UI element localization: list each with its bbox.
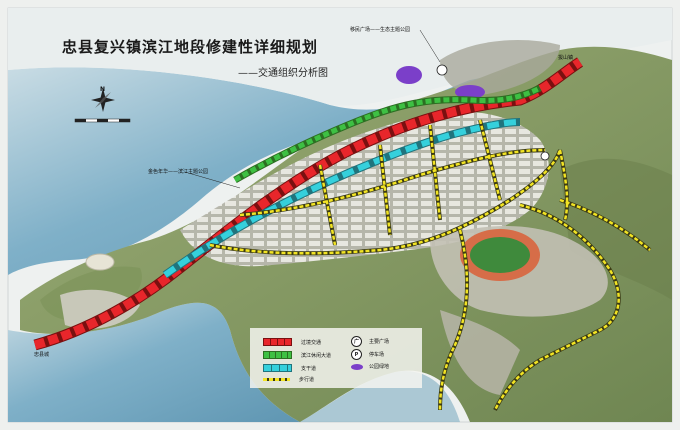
legend-item-transit: 过境交通 [263, 338, 321, 346]
legend-item-park: 公园绿地 [351, 363, 389, 370]
legend-label-pedestrian: 步行道 [299, 377, 315, 383]
legend-item-pedestrian: 步行道 [263, 376, 314, 383]
north-arrow-icon [91, 88, 115, 112]
map-subtitle: ——交通组织分析图 [238, 68, 328, 79]
promenade [233, 85, 542, 183]
secondary-road [163, 119, 521, 278]
stadium-field [470, 237, 530, 273]
annotation-southwest-exit: 忠县城 [34, 352, 50, 358]
plaza-legend-icon: 广 [351, 336, 362, 347]
park-legend-icon [351, 363, 363, 370]
annotation-square-park: 移民广场——生态主题公园 [350, 27, 411, 33]
legend-label-plaza: 主要广场 [369, 339, 390, 345]
pedestrian-paths [209, 119, 651, 411]
legend: 过境交通 广 主要广场 滨江休闲大道 P 停车场 支干道 公园绿地 步行道 [255, 330, 420, 386]
north-label: N [100, 86, 106, 93]
west-plaza [85, 253, 115, 271]
callout-line-waterfront [184, 171, 241, 189]
legend-item-parking: P 停车场 [351, 349, 384, 360]
callout-line-park [419, 29, 441, 63]
legend-label-transit: 过境交通 [301, 339, 322, 346]
secondary-road-legend-icon [263, 364, 292, 372]
legend-label-park: 公园绿地 [369, 364, 390, 370]
legend-label-parking: 停车场 [369, 352, 385, 358]
legend-item-plaza: 广 主要广场 [351, 336, 389, 347]
parking-legend-icon: P [351, 349, 362, 360]
legend-label-secondary: 支干道 [301, 365, 317, 372]
legend-label-promenade: 滨江休闲大道 [301, 352, 332, 359]
north-village [440, 40, 560, 95]
sky-area [8, 8, 672, 106]
scale-bar-icon [74, 118, 131, 123]
legend-item-secondary: 支干道 [263, 364, 316, 372]
annotation-waterfront-park: 金色年华——滨江主题公园 [148, 169, 209, 175]
transit-road-legend-icon [263, 338, 292, 346]
parking-symbol [540, 151, 550, 161]
legend-item-promenade: 滨江休闲大道 [263, 351, 331, 359]
transit-road [33, 58, 583, 350]
hill-east [560, 158, 672, 300]
pedestrian-path-legend-icon [263, 378, 290, 381]
promenade-legend-icon [263, 351, 292, 359]
park-oval-1 [396, 66, 422, 84]
west-village [60, 289, 140, 329]
annotation-northeast-exit: 拔山镇 [558, 55, 574, 61]
plaza-symbol [436, 64, 448, 76]
map-title: 忠县复兴镇滨江地段修建性详细规划 [62, 38, 319, 56]
park-oval-2 [455, 85, 485, 99]
